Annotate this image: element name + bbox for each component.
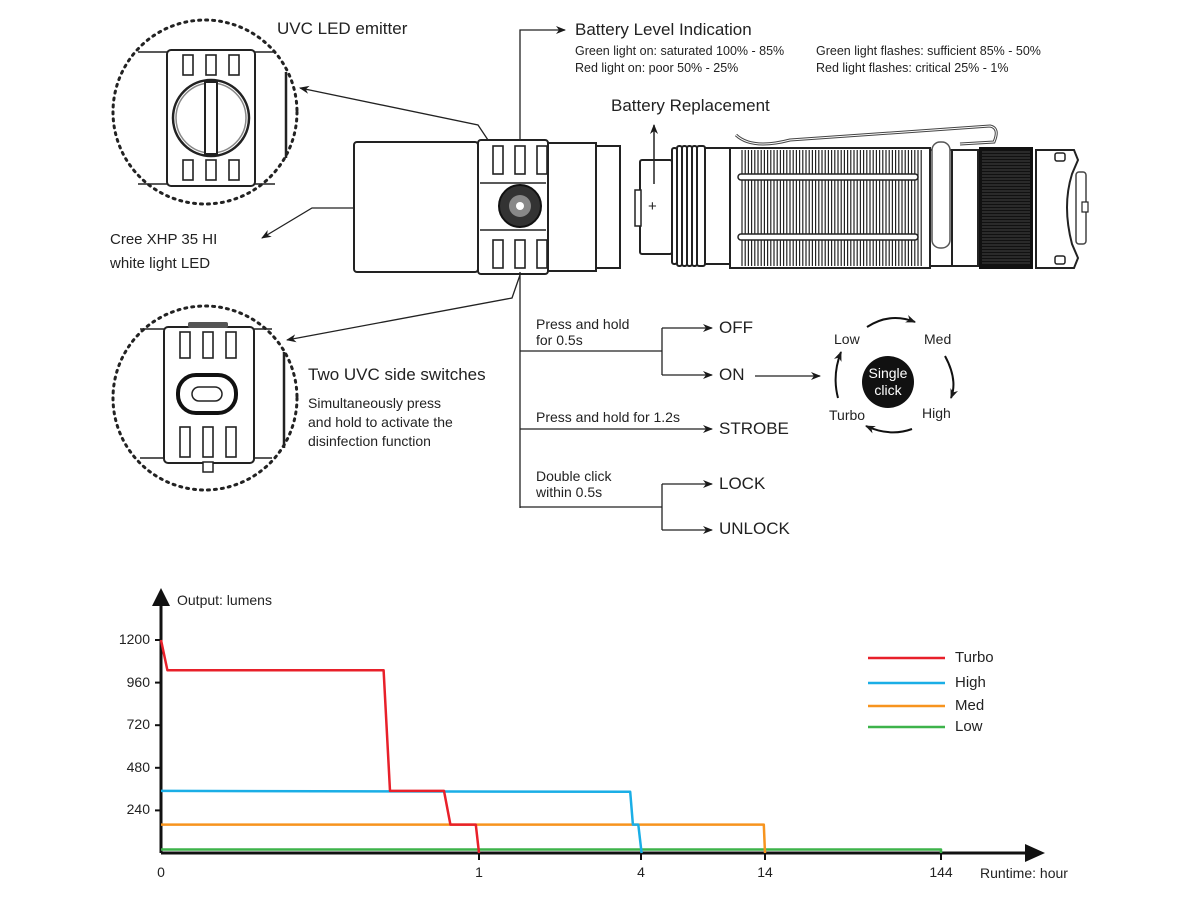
legend-label-low: Low <box>955 718 983 735</box>
single-click-line1: Single <box>868 365 908 381</box>
battery-replacement-label: Battery Replacement <box>611 96 770 115</box>
side-switches-desc-line1: Simultaneously press <box>308 395 442 411</box>
legend-label-turbo: Turbo <box>955 649 994 666</box>
action-label: Press and hold <box>536 316 630 332</box>
x-tick-label: 4 <box>637 864 645 880</box>
chart-ylabel: Output: lumens <box>177 592 272 608</box>
result-lock: LOCK <box>719 474 766 493</box>
series-line-high <box>160 789 643 854</box>
action-label: Press and hold for 1.2s <box>536 409 680 425</box>
legend-label-high: High <box>955 674 986 691</box>
battery-indication-item: Green light flashes: sufficient 85% - 50… <box>816 44 1041 58</box>
y-tick-label: 480 <box>126 758 150 775</box>
single-click-line2: click <box>874 382 902 398</box>
chart-series <box>159 639 943 854</box>
battery-indication-title: Battery Level Indication <box>575 20 752 39</box>
leader-lines <box>261 26 821 534</box>
cycle-mode-med: Med <box>924 331 952 347</box>
chart-xlabel: Runtime: hour <box>980 865 1068 881</box>
cree-led-label-line1: Cree XHP 35 HI <box>110 231 218 248</box>
side-switch-zoom-circle <box>111 304 299 492</box>
series-line-med <box>161 823 767 854</box>
series-line-low <box>161 848 943 853</box>
x-tick-label: 1 <box>475 864 483 880</box>
cycle-mode-low: Low <box>834 331 860 347</box>
uvc-emitter-zoom-circle <box>111 18 299 206</box>
x-tick-label: 14 <box>757 864 773 880</box>
action-label: Double click <box>536 468 612 484</box>
x-tick-label: 0 <box>157 864 165 880</box>
action-label: within 0.5s <box>536 484 603 500</box>
result-on: ON <box>719 365 745 384</box>
battery-indication-item: Green light on: saturated 100% - 85% <box>575 44 785 58</box>
flashlight-head <box>353 139 621 275</box>
cycle-mode-high: High <box>922 405 951 421</box>
single-click-badge: Single click <box>862 356 914 408</box>
y-tick-label: 960 <box>126 673 150 690</box>
battery-indication-item: Red light on: poor 50% - 25% <box>575 61 739 75</box>
cree-led-label-line2: white light LED <box>110 255 211 272</box>
x-axis-arrowhead <box>1025 844 1045 862</box>
y-tick-label: 720 <box>126 716 150 733</box>
side-switches-title: Two UVC side switches <box>308 365 486 384</box>
side-switches-desc-line3: disinfection function <box>308 433 431 449</box>
series-line-turbo <box>159 639 481 854</box>
result-strobe: STROBE <box>719 419 789 438</box>
uvc-emitter-label: UVC LED emitter <box>277 19 408 38</box>
cycle-mode-turbo: Turbo <box>829 407 866 423</box>
legend-label-med: Med <box>955 697 985 714</box>
battery-plus-sign: + <box>648 198 657 215</box>
action-label: for 0.5s <box>536 332 583 348</box>
x-tick-label: 144 <box>929 864 953 880</box>
y-tick-label: 240 <box>126 801 150 818</box>
chart-legend-lines <box>868 656 945 729</box>
result-unlock: UNLOCK <box>719 519 790 538</box>
flashlight-body <box>634 124 1089 269</box>
y-axis-arrowhead <box>152 588 170 606</box>
mode-cycle-arrows <box>833 314 958 434</box>
y-tick-label: 1200 <box>118 631 150 647</box>
result-off: OFF <box>719 318 753 337</box>
chart-ticks <box>155 639 942 860</box>
side-switches-desc-line2: and hold to activate the <box>308 414 453 430</box>
battery-indication-item: Red light flashes: critical 25% - 1% <box>816 61 1009 75</box>
